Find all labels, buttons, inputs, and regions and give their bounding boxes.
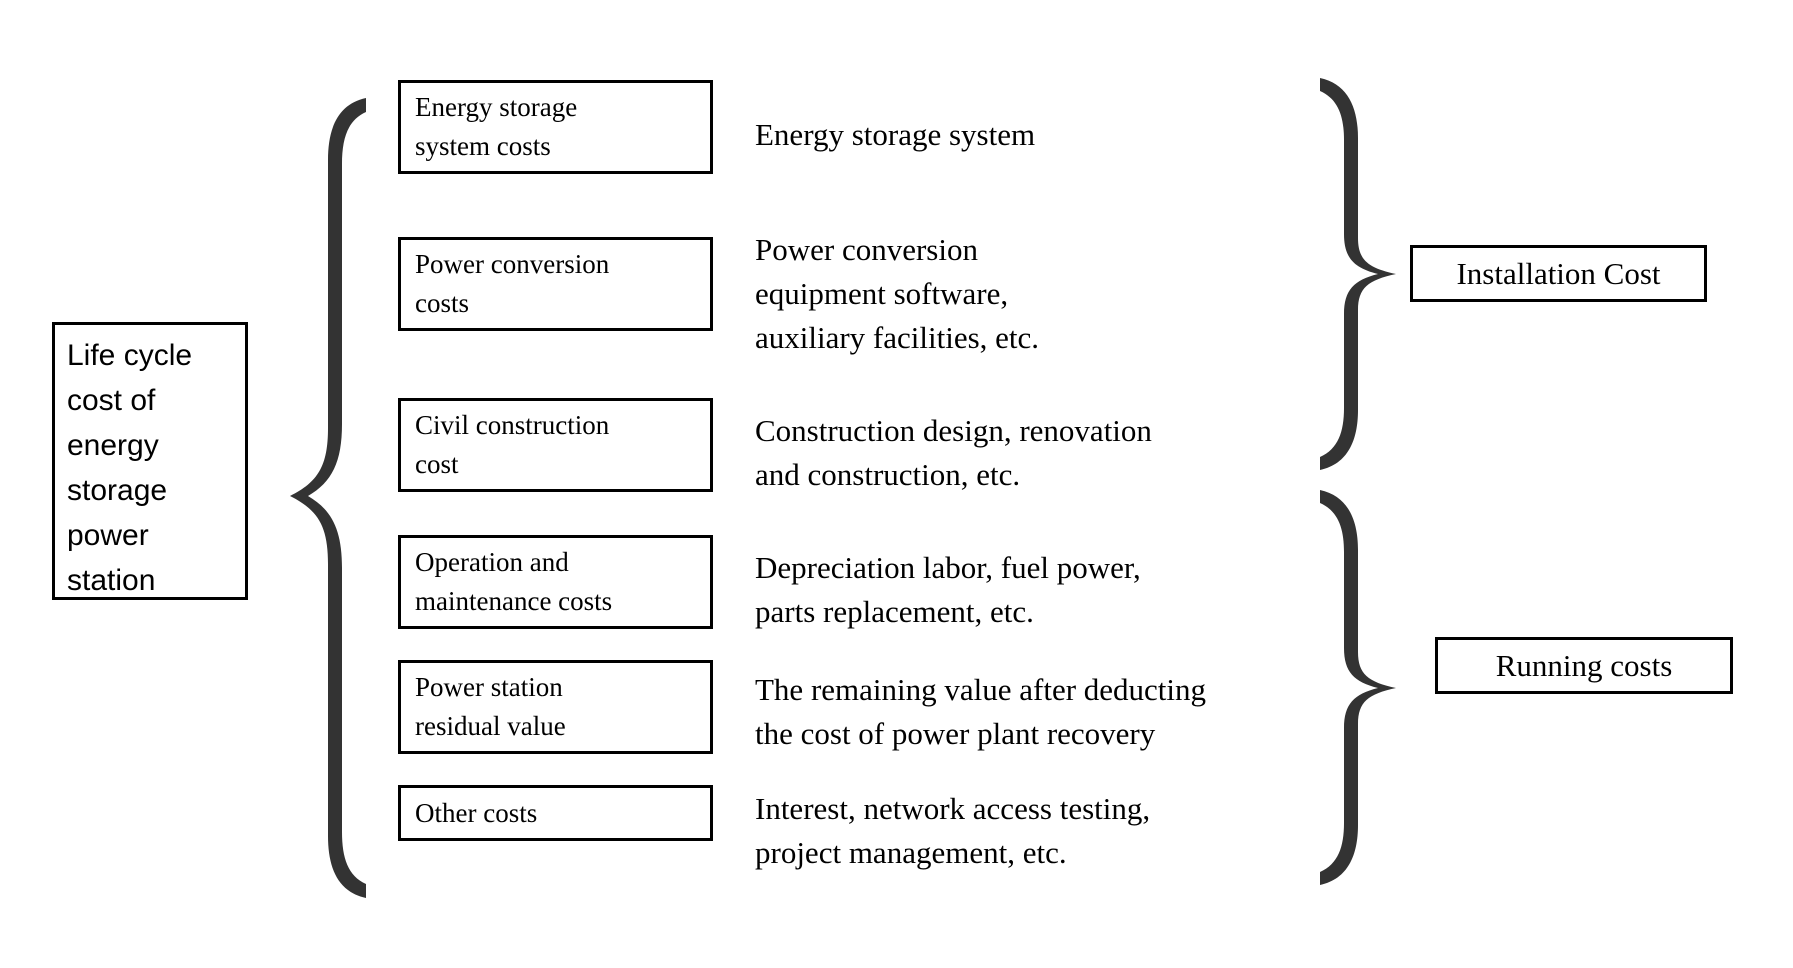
left-brace-icon	[290, 98, 366, 898]
category-box-operation-and-maintenance-costs: Operation and maintenance costs	[398, 535, 713, 629]
root-node-life-cycle-cost: Life cycle cost of energy storage power …	[52, 322, 248, 600]
category-box-civil-construction-cost: Civil construction cost	[398, 398, 713, 492]
category-box-power-conversion-costs: Power conversion costs	[398, 237, 713, 331]
category-box-other-costs: Other costs	[398, 785, 713, 841]
running-costs-brace-icon	[1320, 490, 1396, 885]
description-operation-maintenance: Depreciation labor, fuel power, parts re…	[755, 550, 1141, 629]
category-box-energy-storage-system-costs: Energy storage system costs	[398, 80, 713, 174]
description-civil-construction: Construction design, renovation and cons…	[755, 413, 1152, 492]
category-box-power-station-residual-value: Power station residual value	[398, 660, 713, 754]
description-power-conversion: Power conversion equipment software, aux…	[755, 232, 1040, 355]
description-residual-value: The remaining value after deducting the …	[755, 672, 1207, 751]
installation-cost-brace-icon	[1320, 78, 1396, 470]
description-other-costs: Interest, network access testing, projec…	[755, 791, 1151, 870]
group-box-installation-cost: Installation Cost	[1410, 245, 1707, 302]
group-box-running-costs: Running costs	[1435, 637, 1733, 694]
description-energy-storage-system: Energy storage system	[755, 117, 1036, 152]
